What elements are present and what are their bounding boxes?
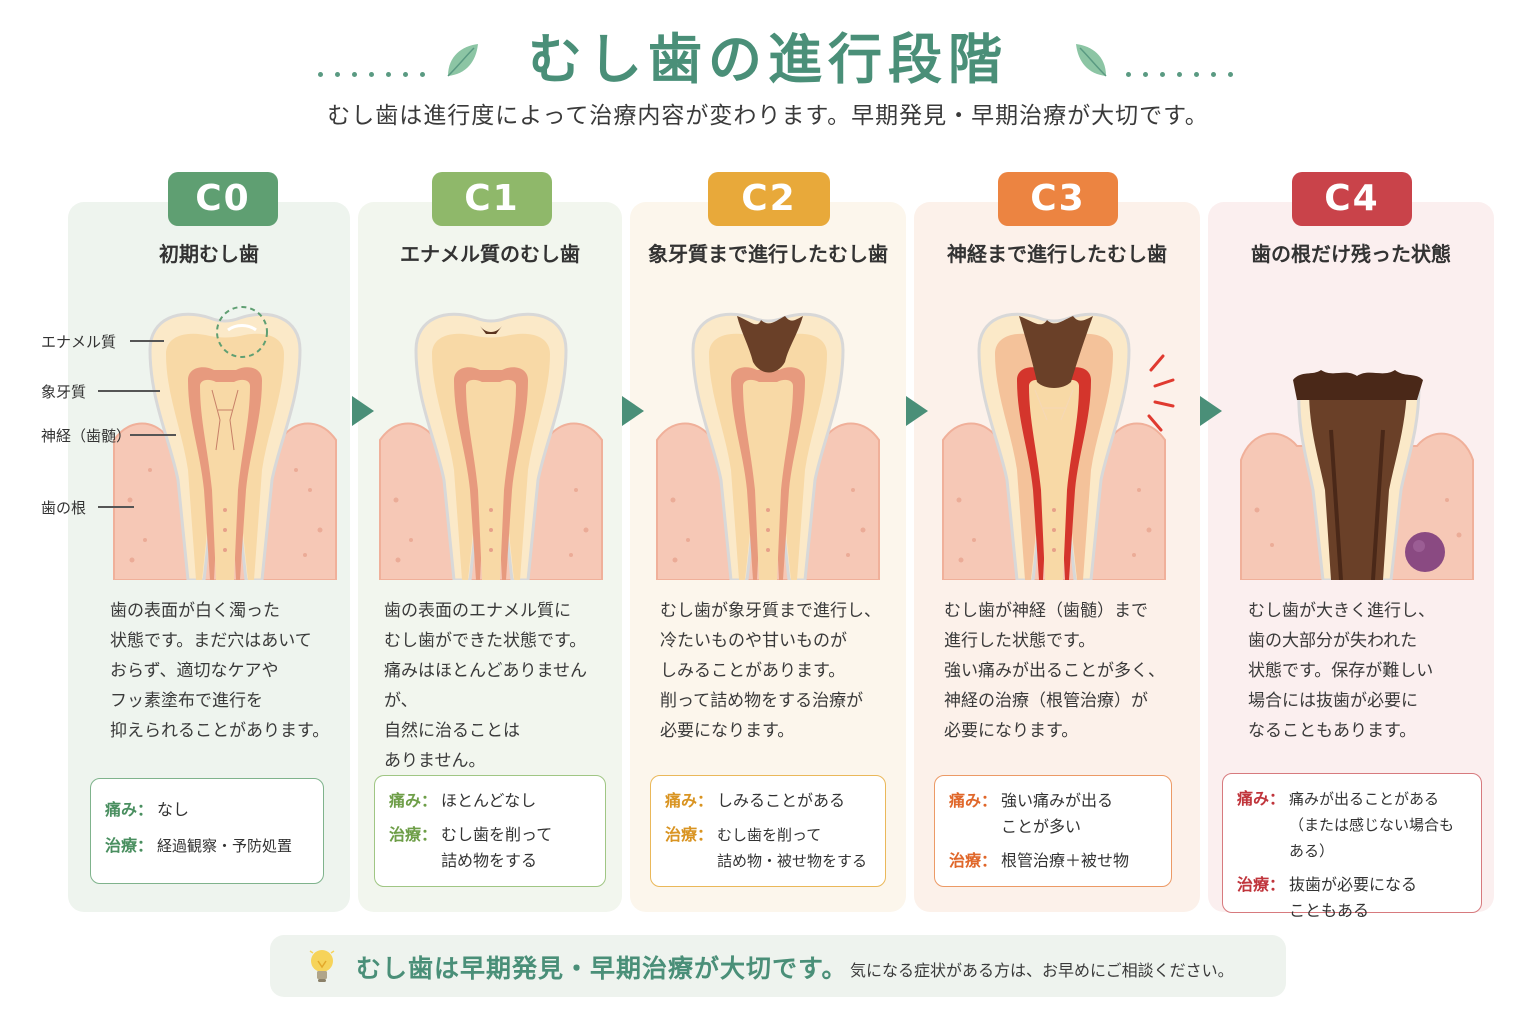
arrow-icon (352, 396, 374, 426)
arrow-icon (622, 396, 644, 426)
leaf-icon (447, 44, 478, 77)
stage-title-c4: 歯の根だけ残った状態 (1251, 242, 1451, 266)
info-box-c1: 痛み： ほとんどなし 治療： むし歯を削って 詰め物をする (374, 775, 606, 887)
arrow-icon (1200, 396, 1222, 426)
label-enamel: エナメル質 (41, 333, 117, 351)
stage-title-c2: 象牙質まで進行したむし歯 (648, 242, 888, 266)
stage-badge-c4: C4 (1292, 172, 1412, 226)
arrow-icon (906, 396, 928, 426)
stage-description-c1: 歯の表面のエナメル質に むし歯ができた状態です。 痛みはほとんどありませんが、 … (384, 601, 587, 771)
info-box-c4: 痛み： 痛みが出ることがある （または感じない場合もある） 治療： 抜歯が必要に… (1222, 773, 1482, 920)
footer-sub-text: 気になる症状がある方は、お早めにご相談ください。 (850, 961, 1234, 980)
info-box-c2: 痛み： しみることがある 治療： むし歯を削って 詰め物・被せ物をする (650, 775, 886, 887)
page-title: むし歯の進行段階 (528, 28, 1008, 91)
header: むし歯の進行段階 (0, 22, 1536, 102)
footer-main-text: むし歯は早期発見・早期治療が大切です。 (356, 954, 848, 983)
label-nerve: 神経（歯髄） (41, 427, 132, 445)
decor-dots-left (318, 62, 437, 77)
stage-badge-c1: C1 (432, 172, 552, 226)
stage-description-c0: 歯の表面が白く濁った 状態です。まだ穴はあいて おらず、適切なケアや フッ素塗布… (110, 601, 330, 741)
stage-title-c0: 初期むし歯 (159, 242, 259, 266)
stage-description-c2: むし歯が象牙質まで進行し、 冷たいものや甘いものが しみることがあります。 削っ… (660, 601, 881, 741)
page-subtitle: むし歯は進行度によって治療内容が変わります。早期発見・早期治療が大切です。 (327, 103, 1209, 129)
decor-dots-right (1126, 62, 1245, 77)
tooth-illustration-c1 (379, 312, 603, 580)
stage-description-c3: むし歯が神経（歯髄）まで 進行した状態です。 強い痛みが出ることが多く、 神経の… (944, 601, 1165, 741)
info-box-c0: 痛み： なし 治療： 経過観察・予防処置 (90, 778, 324, 884)
stage-badge-c0: C0 (168, 172, 278, 226)
leaf-icon (1076, 44, 1107, 77)
tooth-illustration-c2 (656, 312, 880, 580)
stage-description-c4: むし歯が大きく進行し、 歯の大部分が失われた 状態です。保存が難しい 場合には抜… (1248, 601, 1435, 741)
stage-badge-c2: C2 (708, 172, 830, 226)
stage-badge-c3: C3 (998, 172, 1118, 226)
tooth-illustration-c3 (942, 312, 1175, 580)
stage-title-c3: 神経まで進行したむし歯 (947, 242, 1167, 266)
lightbulb-icon (309, 950, 335, 982)
stage-title-c1: エナメル質のむし歯 (400, 242, 580, 266)
tooth-illustration-c0 (113, 306, 337, 580)
info-box-c3: 痛み： 強い痛みが出る ことが多い 治療： 根管治療＋被せ物 (934, 775, 1172, 887)
tooth-illustration-c4 (1240, 370, 1474, 580)
label-dentin: 象牙質 (41, 383, 87, 401)
footer-banner: むし歯は早期発見・早期治療が大切です。 気になる症状がある方は、お早めにご相談く… (270, 935, 1286, 997)
label-root: 歯の根 (41, 499, 87, 517)
